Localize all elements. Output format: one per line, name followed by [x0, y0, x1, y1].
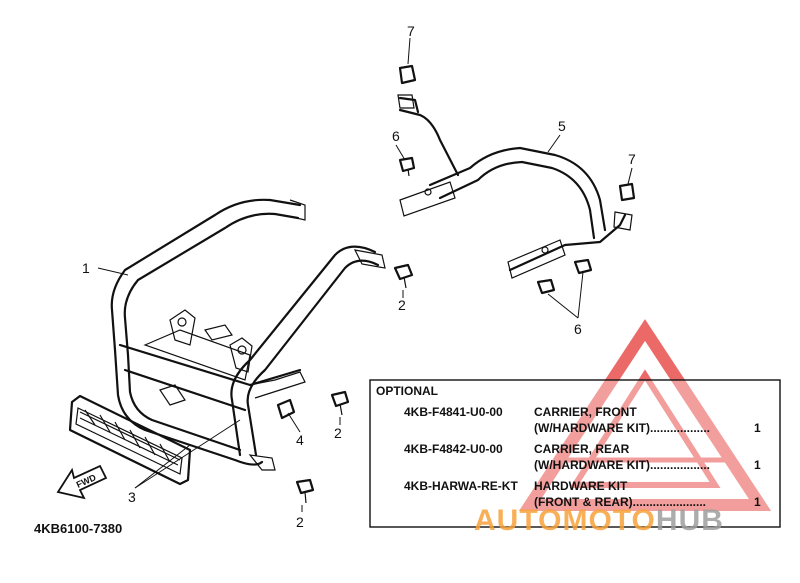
table-row-desc: CARRIER, REAR — [534, 442, 630, 456]
table-row-part-no: 4KB-F4841-U0-00 — [404, 405, 503, 419]
callout-3: 3 — [128, 489, 136, 505]
bolt-icon — [398, 156, 416, 177]
watermark-logo — [518, 319, 772, 511]
table-row-part-no: 4KB-F4842-U0-00 — [404, 442, 503, 456]
callout-1: 1 — [82, 260, 90, 276]
bolt-icon — [330, 390, 350, 416]
leader-lines — [97, 37, 633, 512]
bolt-icon — [295, 478, 315, 504]
callout-2: 2 — [398, 297, 406, 313]
callout-4: 4 — [296, 432, 304, 448]
watermark-auto: AUTO — [474, 504, 562, 537]
bolt-icon — [393, 263, 414, 289]
rear-carrier-part-5 — [397, 94, 633, 279]
table-row-qty: 1 — [754, 495, 761, 509]
callout-7: 7 — [628, 151, 636, 167]
front-carrier-part-1 — [110, 198, 386, 471]
watermark-triangle-inner — [569, 369, 721, 488]
watermark-triangle — [518, 319, 772, 511]
table-row-desc: (W/HARDWARE KIT).................. — [534, 421, 710, 435]
drawing-code: 4KB6100-7380 — [34, 521, 122, 536]
optional-table: OPTIONAL 4KB-F4841-U0-00 CARRIER, FRONT … — [369, 379, 781, 528]
bolt-icon — [536, 278, 556, 295]
cap-nut-icon — [618, 182, 636, 202]
table-row-desc: CARRIER, FRONT — [534, 405, 637, 419]
callout-6: 6 — [574, 321, 582, 337]
callout-5: 5 — [558, 118, 566, 134]
callout-7: 7 — [407, 23, 415, 39]
callout-6: 6 — [392, 128, 400, 144]
table-row-desc: HARDWARE KIT — [534, 479, 628, 493]
table-row-desc: (FRONT & REAR)...................... — [534, 495, 706, 509]
callout-2: 2 — [334, 425, 342, 441]
bolt-icon — [573, 258, 593, 275]
grille-plate-part-3 — [68, 394, 192, 486]
table-row-part-no: 4KB-HARWA-RE-KT — [404, 479, 518, 493]
cap-nut-icon — [398, 64, 417, 85]
table-row-desc: (W/HARDWARE KIT).................. — [534, 458, 710, 472]
table-row-qty: 1 — [754, 458, 761, 472]
clip-icon — [276, 398, 296, 420]
callout-2: 2 — [296, 514, 304, 530]
watermark-moto: MOTO — [562, 504, 655, 537]
optional-title: OPTIONAL — [376, 384, 438, 398]
watermark-hub: HUB — [656, 504, 724, 537]
watermark-text: AUTOMOTOHUB — [474, 504, 724, 537]
fwd-arrow-icon: FWD — [56, 464, 108, 500]
table-row-qty: 1 — [754, 421, 761, 435]
